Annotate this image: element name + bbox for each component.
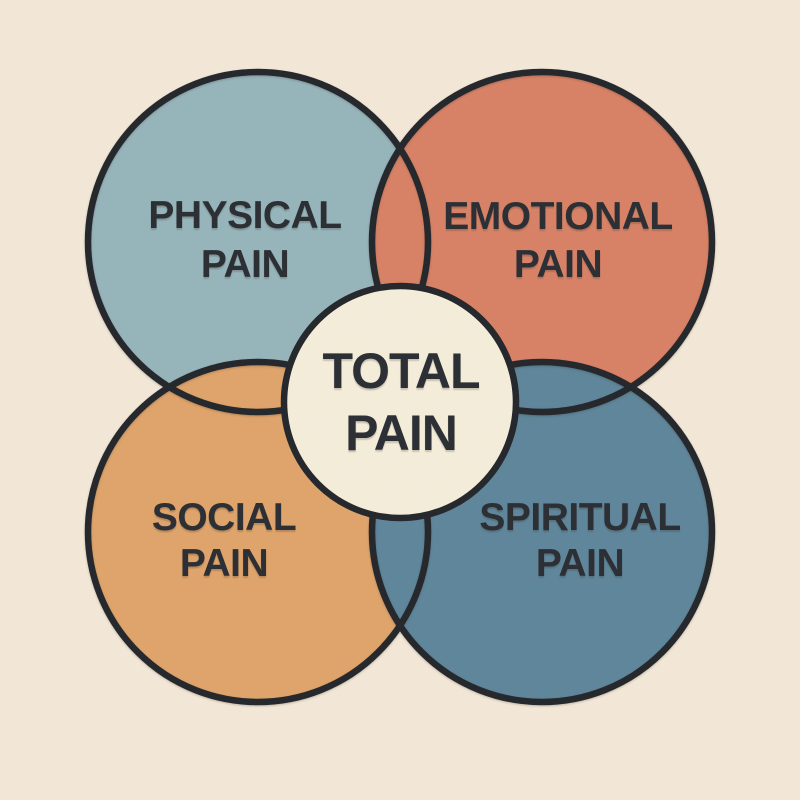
social-pain-label: SOCIAL PAIN: [152, 496, 297, 585]
physical-pain-label: PHYSICAL PAIN: [148, 194, 342, 286]
emotional-pain-label-line2: PAIN: [514, 243, 602, 286]
total-pain-label-line2: PAIN: [345, 405, 457, 461]
total-pain-label: TOTAL PAIN: [322, 343, 480, 461]
social-pain-outline: [84, 358, 432, 706]
physical-pain-outline: [84, 68, 432, 416]
social-pain-label-line2: PAIN: [180, 542, 268, 585]
total-pain-circle: [280, 282, 520, 522]
spiritual-pain-label-line1: SPIRITUAL: [479, 496, 680, 539]
spiritual-pain-label: SPIRITUAL PAIN: [479, 496, 681, 585]
circle-outlines: [84, 68, 716, 706]
spiritual-pain-outline: [368, 358, 716, 706]
physical-pain-label-line1: PHYSICAL: [148, 194, 341, 237]
social-pain-label-line1: SOCIAL: [152, 496, 296, 539]
spiritual-pain-label-line2: PAIN: [536, 542, 624, 585]
emotional-pain-label-line1: EMOTIONAL: [443, 195, 672, 238]
physical-pain-label-line2: PAIN: [201, 243, 289, 286]
labels: PHYSICAL PAIN EMOTIONAL PAIN SOCIAL PAIN…: [148, 194, 681, 585]
total-pain-label-line1: TOTAL: [322, 343, 479, 399]
emotional-pain-label: EMOTIONAL PAIN: [443, 195, 673, 286]
emotional-pain-outline: [368, 68, 716, 416]
